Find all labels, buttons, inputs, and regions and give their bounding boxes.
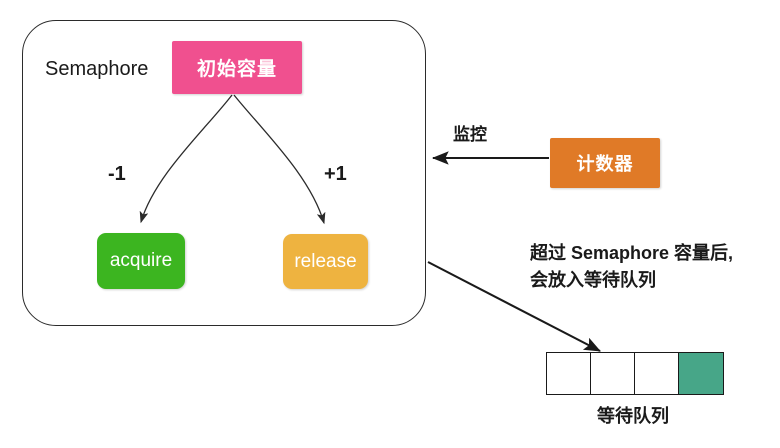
waiting-queue-label: 等待队列: [597, 406, 669, 426]
edge-label-acquire-delta: -1: [108, 163, 126, 185]
node-counter[interactable]: 计数器: [550, 138, 660, 188]
annotation-overflow-line-1: 超过 Semaphore 容量后,: [530, 243, 734, 263]
edge-label-monitor: 监控: [453, 125, 487, 144]
semaphore-container-label: Semaphore: [45, 58, 149, 80]
queue-cell-3[interactable]: [635, 353, 679, 394]
waiting-queue: [546, 352, 724, 395]
queue-cell-2[interactable]: [591, 353, 635, 394]
queue-cell-1[interactable]: [547, 353, 591, 394]
node-initial-capacity[interactable]: 初始容量: [172, 41, 302, 94]
node-acquire[interactable]: acquire: [97, 233, 185, 289]
annotation-overflow-line-2: 会放入等待队列: [530, 270, 656, 290]
queue-cell-4[interactable]: [679, 353, 723, 394]
annotation-overflow: 超过 Semaphore 容量后, 会放入等待队列: [530, 240, 733, 294]
edge-label-release-delta: +1: [324, 163, 347, 185]
node-release[interactable]: release: [283, 234, 368, 289]
